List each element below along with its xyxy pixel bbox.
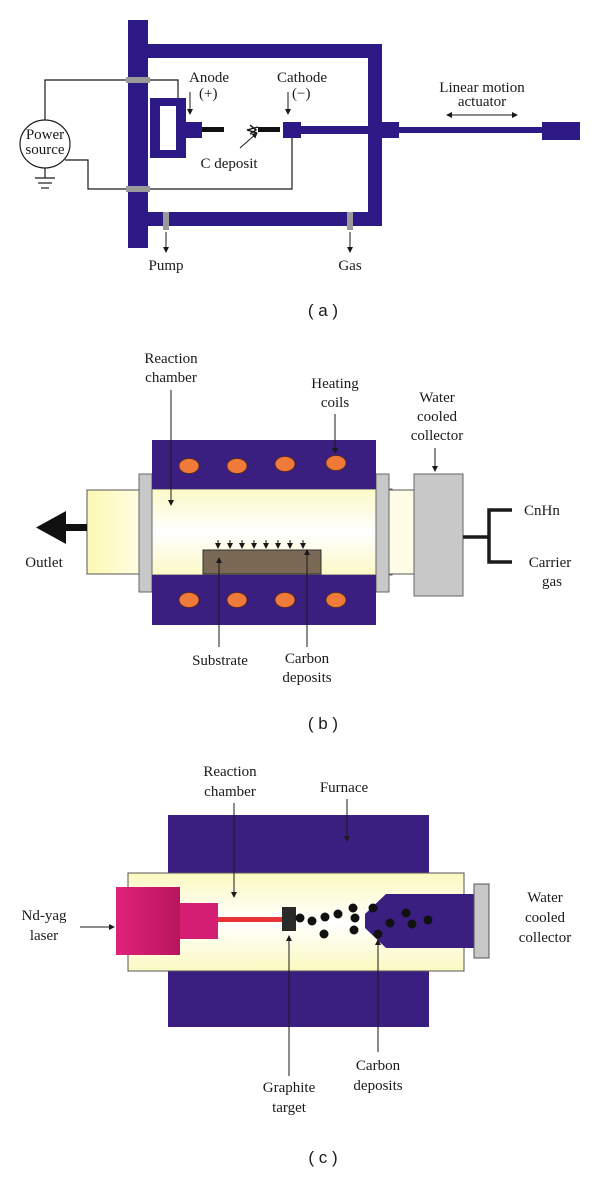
coil-bottom-1 <box>178 592 200 608</box>
anode-rod <box>202 127 224 132</box>
cathode-label-2: (−) <box>292 86 310 102</box>
gas-label: Gas <box>338 258 361 274</box>
arc-chamber-top-wall <box>128 44 382 58</box>
ndyag-label-1: Nd-yag <box>22 908 67 924</box>
power-source-label-2: source <box>25 142 64 158</box>
nd-yag-laser-body <box>116 887 180 955</box>
deposition-arrows <box>215 540 306 549</box>
coil-top-2 <box>226 458 248 474</box>
coil-top-1 <box>178 458 200 474</box>
c-deposit-arrow <box>239 132 258 149</box>
carbon-particles <box>295 903 433 939</box>
anode-bracket-top <box>150 98 176 106</box>
panel-b: Reaction chamber Heating coils Water coo… <box>25 351 571 733</box>
left-end-cap <box>138 473 153 593</box>
b-carbon-label-2: deposits <box>282 670 331 686</box>
right-end-cap <box>375 473 390 593</box>
collector-funnel <box>365 894 474 948</box>
gas-port <box>347 212 353 230</box>
feedthrough-collar <box>379 122 399 138</box>
caption-a: ( a ) <box>308 301 338 320</box>
power-source-circle <box>19 119 71 169</box>
b-water-label-2: cooled <box>417 409 457 425</box>
c-water-label-1: Water <box>527 890 562 906</box>
b-water-label-1: Water <box>419 390 454 406</box>
pump-label: Pump <box>148 258 183 274</box>
furnace-label: Furnace <box>320 780 369 796</box>
coil-bottom-4 <box>325 592 347 608</box>
caption-b: ( b ) <box>308 714 338 733</box>
collector-c <box>473 883 490 959</box>
b-reaction-label-2: chamber <box>145 370 197 386</box>
inlet-tube <box>387 489 415 575</box>
collector-b <box>413 473 464 597</box>
c-water-label-3: collector <box>519 930 571 946</box>
linear-label-2: actuator <box>458 94 506 110</box>
outlet-label: Outlet <box>25 555 63 571</box>
wire-insulator-top <box>126 77 150 83</box>
outlet-tube <box>86 489 140 575</box>
linear-label-1: Linear motion <box>439 80 525 96</box>
heating-label-1: Heating <box>311 376 359 392</box>
panel-c: Reaction chamber Furnace Nd-yag laser Wa… <box>22 764 572 1167</box>
gas-feed <box>463 508 512 564</box>
coil-bottom-2 <box>226 592 248 608</box>
c-water-label-2: cooled <box>525 910 565 926</box>
ground-icon <box>35 177 55 189</box>
panel-a: Power source Pump Gas Anode (+) Cathode … <box>19 20 580 320</box>
power-source-label-1: Power <box>26 127 64 143</box>
carrier-label-1: Carrier <box>529 555 571 571</box>
outlet-arrow <box>36 511 87 544</box>
c-carbon-label-2: deposits <box>353 1078 402 1094</box>
actuator-rod <box>399 127 544 133</box>
arc-chamber-right-wall <box>368 44 382 226</box>
nd-yag-laser-nozzle <box>180 903 218 939</box>
substrate <box>202 549 322 575</box>
arc-chamber-bottom-wall <box>128 212 382 226</box>
wire-insulator-bottom <box>126 186 150 192</box>
anode-label-1: Anode <box>189 70 229 86</box>
b-carbon-label-1: Carbon <box>285 651 330 667</box>
cathode-shaft <box>301 126 379 134</box>
c-deposit-label: C deposit <box>200 156 258 172</box>
heating-label-2: coils <box>321 395 349 411</box>
c-reaction-label-1: Reaction <box>203 764 257 780</box>
coil-top-4 <box>325 455 347 471</box>
power-wiring <box>44 79 293 190</box>
carrier-label-2: gas <box>542 574 562 590</box>
cathode-label-1: Cathode <box>277 70 327 86</box>
c-reaction-label-2: chamber <box>204 784 256 800</box>
ndyag-label-2: laser <box>30 928 58 944</box>
substrate-label: Substrate <box>192 653 248 669</box>
cathode-block <box>283 122 301 138</box>
anode-plate <box>176 98 186 158</box>
b-reaction-label-1: Reaction <box>144 351 198 367</box>
coil-bottom-3 <box>274 592 296 608</box>
laser-beam <box>218 917 284 922</box>
c-carbon-label-1: Carbon <box>356 1058 401 1074</box>
arc-spark <box>246 124 259 135</box>
graphite-label-2: target <box>272 1100 307 1116</box>
anode-bracket-bottom <box>150 150 176 158</box>
graphite-target <box>282 907 296 931</box>
pump-port <box>163 212 169 230</box>
b-water-label-3: collector <box>411 428 463 444</box>
caption-c: ( c ) <box>308 1148 337 1167</box>
coil-top-3 <box>274 456 296 472</box>
actuator-block <box>542 122 580 140</box>
anode-bracket-back <box>150 98 160 158</box>
anode-label-2: (+) <box>199 86 217 102</box>
cathode-tip <box>258 127 280 132</box>
graphite-label-1: Graphite <box>263 1080 316 1096</box>
heating-coils <box>178 455 347 608</box>
cnhn-label: CnHn <box>524 503 560 519</box>
anode-block <box>186 122 202 138</box>
